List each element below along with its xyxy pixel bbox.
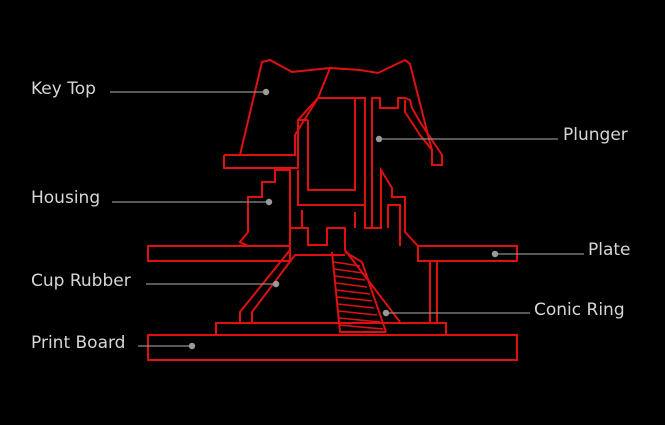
leader-conic-ring xyxy=(382,309,530,317)
leader-cup-rubber xyxy=(146,280,280,288)
plunger-part xyxy=(297,97,443,229)
leader-housing xyxy=(112,198,273,206)
housing-part xyxy=(238,166,438,323)
label-print-board: Print Board xyxy=(31,333,125,353)
print-board-part xyxy=(147,322,518,361)
label-key-top: Key Top xyxy=(31,79,96,99)
label-housing: Housing xyxy=(31,188,100,208)
key-top-part xyxy=(223,58,433,169)
label-plunger: Plunger xyxy=(563,125,628,145)
leader-plunger xyxy=(375,135,558,143)
leader-key-top xyxy=(110,88,270,96)
label-cup-rubber: Cup Rubber xyxy=(31,271,131,291)
label-conic-ring: Conic Ring xyxy=(534,300,625,320)
leader-plate xyxy=(491,250,584,258)
cup-rubber-part xyxy=(239,210,401,323)
leader-print-board xyxy=(138,342,196,350)
label-plate: Plate xyxy=(588,240,631,260)
conic-ring-part xyxy=(331,251,387,333)
